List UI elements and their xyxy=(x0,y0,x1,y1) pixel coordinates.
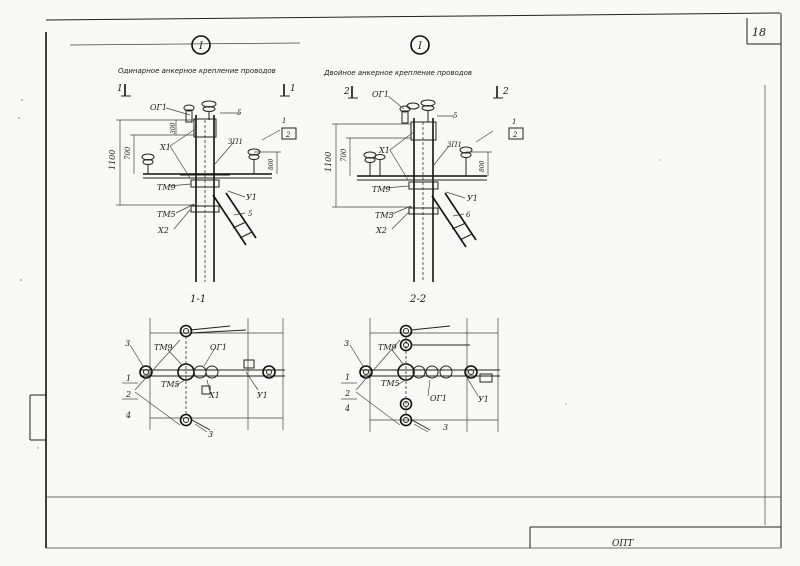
label-tm9: ТМ9 xyxy=(154,343,173,352)
view-marker-label: I xyxy=(417,41,423,52)
label-4: 4 xyxy=(344,404,350,413)
dimensions xyxy=(116,119,281,206)
label-1: 1 xyxy=(282,117,286,125)
plan-right: 2-2 xyxy=(341,294,500,433)
label-x1: Х1 xyxy=(208,391,220,400)
label-y1: У1 xyxy=(257,391,268,400)
label-2: 2 xyxy=(125,390,131,399)
pole xyxy=(410,118,437,282)
label-y1: У1 xyxy=(467,194,478,203)
label-5: 5 xyxy=(453,112,458,120)
top-insulators xyxy=(183,100,217,123)
label-og: ОГ1 xyxy=(150,103,167,112)
band-tm5 xyxy=(190,205,220,213)
brace xyxy=(431,192,477,248)
label-tm9: ТМ9 xyxy=(378,343,397,352)
label-6: 6 xyxy=(466,211,471,219)
label-3-top: 3 xyxy=(125,339,130,348)
label-5-top: 5 xyxy=(237,109,242,117)
section-mark-right: 2 xyxy=(502,87,509,97)
label-1: 1 xyxy=(345,373,350,382)
label-3-bottom: 3 xyxy=(443,423,448,432)
title-block-stamp: ОПТ xyxy=(612,539,634,549)
label-tm9: ТМ9 xyxy=(157,183,176,192)
label-1: 1 xyxy=(126,374,131,383)
label-x1: Х1 xyxy=(378,146,390,155)
dimensions xyxy=(332,123,492,208)
view-marker-circle xyxy=(191,35,211,55)
view-marker-label: I xyxy=(198,41,204,52)
side-insulators xyxy=(363,146,473,176)
sheet-frame xyxy=(29,12,782,549)
label-zp: ЗП1 xyxy=(228,138,243,146)
grid-lines xyxy=(140,318,285,430)
dim-mid: 700 xyxy=(124,146,132,160)
label-tm5: ТМ5 xyxy=(157,210,176,219)
band-tm9 xyxy=(408,181,439,190)
view-title: Двойное анкерное крепление проводов xyxy=(323,69,472,77)
band-tm9 xyxy=(190,179,220,188)
label-tm5: ТМ5 xyxy=(161,380,180,389)
view-left: I Одинарное анкерное крепление проводов … xyxy=(108,35,297,282)
label-2: 2 xyxy=(344,389,350,398)
label-og: ОГ1 xyxy=(430,394,447,403)
dim-overall: 1100 xyxy=(108,150,117,170)
dim-overall: 1100 xyxy=(324,152,333,172)
band-tm5 xyxy=(408,207,439,215)
view-marker-circle xyxy=(410,35,430,55)
leaders xyxy=(165,107,281,230)
label-4: 4 xyxy=(125,411,131,420)
crossarm xyxy=(357,175,487,181)
side-insulators xyxy=(141,148,261,174)
crossarm xyxy=(143,173,272,179)
label-y1: У1 xyxy=(246,193,257,202)
label-zp: ЗП1 xyxy=(447,141,462,149)
label-5-low: 5 xyxy=(248,210,253,218)
plan-title: 2-2 xyxy=(409,294,426,305)
leaders xyxy=(349,344,479,433)
dim-mid: 700 xyxy=(340,148,348,162)
scan-noise xyxy=(18,99,661,449)
label-1: 1 xyxy=(512,118,516,126)
page-number: 18 xyxy=(752,26,766,39)
label-tm5: ТМ5 xyxy=(375,211,394,220)
view-title: Одинарное анкерное крепление проводов xyxy=(118,67,276,75)
label-x2: Х2 xyxy=(157,226,169,235)
brace xyxy=(212,192,257,246)
grid-lines xyxy=(360,318,500,432)
dim-top: 300 xyxy=(170,122,177,134)
view-right: I Двойное анкерное крепление проводов 2 … xyxy=(323,35,524,282)
label-x1: Х1 xyxy=(159,143,171,152)
section-mark-right: 1 xyxy=(290,84,296,94)
label-tm5: ТМ5 xyxy=(381,379,400,388)
label-y1: У1 xyxy=(478,395,489,404)
label-x2: Х2 xyxy=(375,226,387,235)
dim-right: 800 xyxy=(268,158,275,170)
label-tm9: ТМ9 xyxy=(372,185,391,194)
leaders xyxy=(129,344,259,433)
leaders xyxy=(384,95,494,230)
label-2: 2 xyxy=(512,131,518,139)
top-insulators xyxy=(399,99,436,124)
label-3-top: 3 xyxy=(344,339,349,348)
plan-title: 1-1 xyxy=(190,294,206,305)
dim-right: 800 xyxy=(479,160,486,172)
label-3-bottom: 3 xyxy=(208,430,213,439)
section-mark-left: 1 xyxy=(117,84,123,94)
section-mark-left: 2 xyxy=(343,87,350,97)
label-2: 2 xyxy=(285,131,291,139)
pole xyxy=(193,115,217,282)
plan-left: 1-1 xyxy=(122,294,285,439)
label-og: ОГ1 xyxy=(210,343,227,352)
label-og: ОГ1 xyxy=(372,90,389,99)
